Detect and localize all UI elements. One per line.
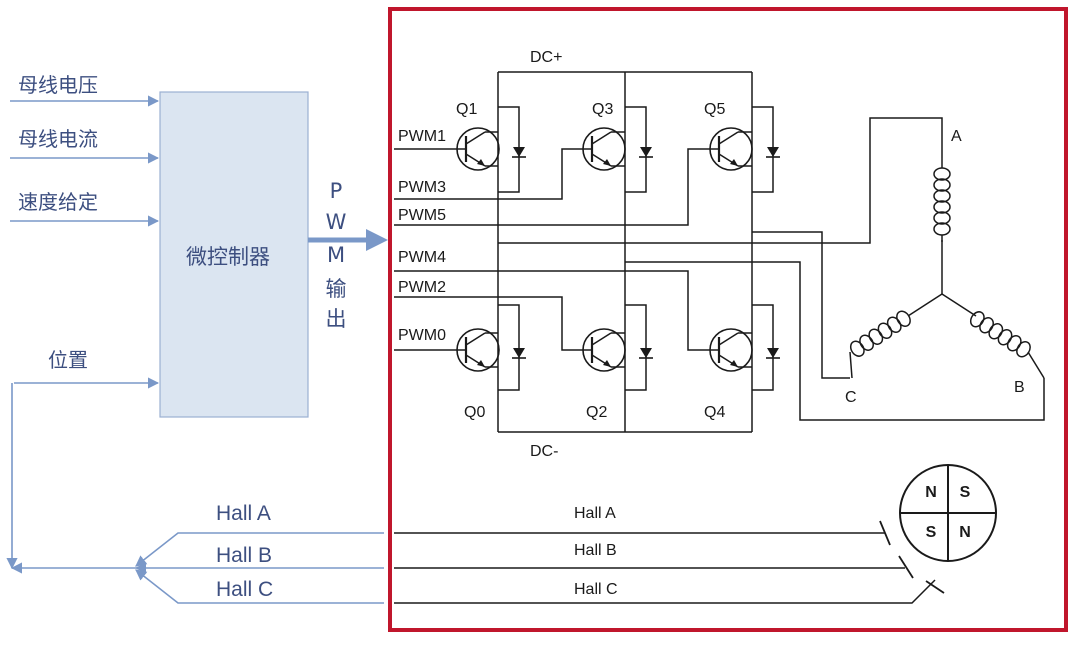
- hall-c-label: Hall C: [216, 578, 273, 601]
- q3-label: Q3: [592, 101, 613, 118]
- pwm-output-label: P W M 输 出: [326, 179, 347, 331]
- hall-c-feedback-line: [135, 569, 384, 604]
- winding-a: [933, 158, 951, 242]
- inverter-labels: DC+ DC- PWM1 PWM3 PWM5 PWM4 PWM2 PWM0 Q1…: [398, 49, 1025, 598]
- inverter-wiring: [394, 71, 1045, 604]
- pwm-output-arrowhead: [366, 229, 388, 251]
- winding-c: [849, 310, 911, 357]
- pwm2-label: PWM2: [398, 279, 446, 296]
- rotor: N S S N: [899, 464, 997, 562]
- hall-c-line-label: Hall C: [574, 581, 618, 598]
- pwm-output-char: 输: [326, 277, 347, 301]
- pwm-output-char: 出: [326, 307, 347, 331]
- diode-q2: [638, 347, 654, 359]
- hall-sensor-marks: [879, 520, 945, 594]
- pwm0-label: PWM0: [398, 327, 446, 344]
- microcontroller-label: 微控制器: [186, 245, 270, 269]
- pwm-output-char: M: [327, 243, 345, 267]
- bus-current-label: 母线电流: [18, 127, 98, 151]
- motor-windings: [849, 158, 1045, 379]
- diode-q0: [511, 347, 527, 359]
- hall-b-line-label: Hall B: [574, 542, 617, 559]
- hall-a-label: Hall A: [216, 502, 271, 525]
- inverter-frame: [388, 7, 1068, 632]
- speed-reference-label: 速度给定: [18, 190, 98, 214]
- diode-q3: [638, 146, 654, 158]
- bus-voltage-label: 母线电压: [18, 73, 98, 97]
- pwm3-label: PWM3: [398, 179, 446, 196]
- q1-label: Q1: [456, 101, 477, 118]
- q5-label: Q5: [704, 101, 725, 118]
- rotor-pole: N: [959, 524, 971, 541]
- hall-b-label: Hall B: [216, 544, 272, 567]
- q2-label: Q2: [586, 404, 607, 421]
- pwm1-label: PWM1: [398, 128, 446, 145]
- rotor-pole: S: [960, 484, 971, 501]
- hall-a-line-label: Hall A: [574, 505, 616, 522]
- pwm4-label: PWM4: [398, 249, 446, 266]
- dc-minus-label: DC-: [530, 443, 558, 460]
- transistor-leads: [456, 131, 752, 368]
- winding-b: [969, 311, 1031, 358]
- rotor-pole: S: [926, 524, 937, 541]
- microcontroller-box: [159, 91, 309, 418]
- phase-a-label: A: [951, 128, 962, 145]
- pwm5-label: PWM5: [398, 207, 446, 224]
- pwm-output-char: W: [326, 210, 347, 234]
- diode-q4: [765, 347, 781, 359]
- pwm-output-char: P: [330, 179, 343, 203]
- rotor-pole: N: [925, 484, 937, 501]
- diode-q5: [765, 146, 781, 158]
- position-label: 位置: [48, 348, 88, 372]
- hall-a-feedback-line: [135, 532, 384, 567]
- dc-plus-label: DC+: [530, 49, 562, 66]
- q0-label: Q0: [464, 404, 485, 421]
- phase-b-label: B: [1014, 379, 1025, 396]
- phase-c-label: C: [845, 389, 857, 406]
- diode-q1: [511, 146, 527, 158]
- q4-label: Q4: [704, 404, 725, 421]
